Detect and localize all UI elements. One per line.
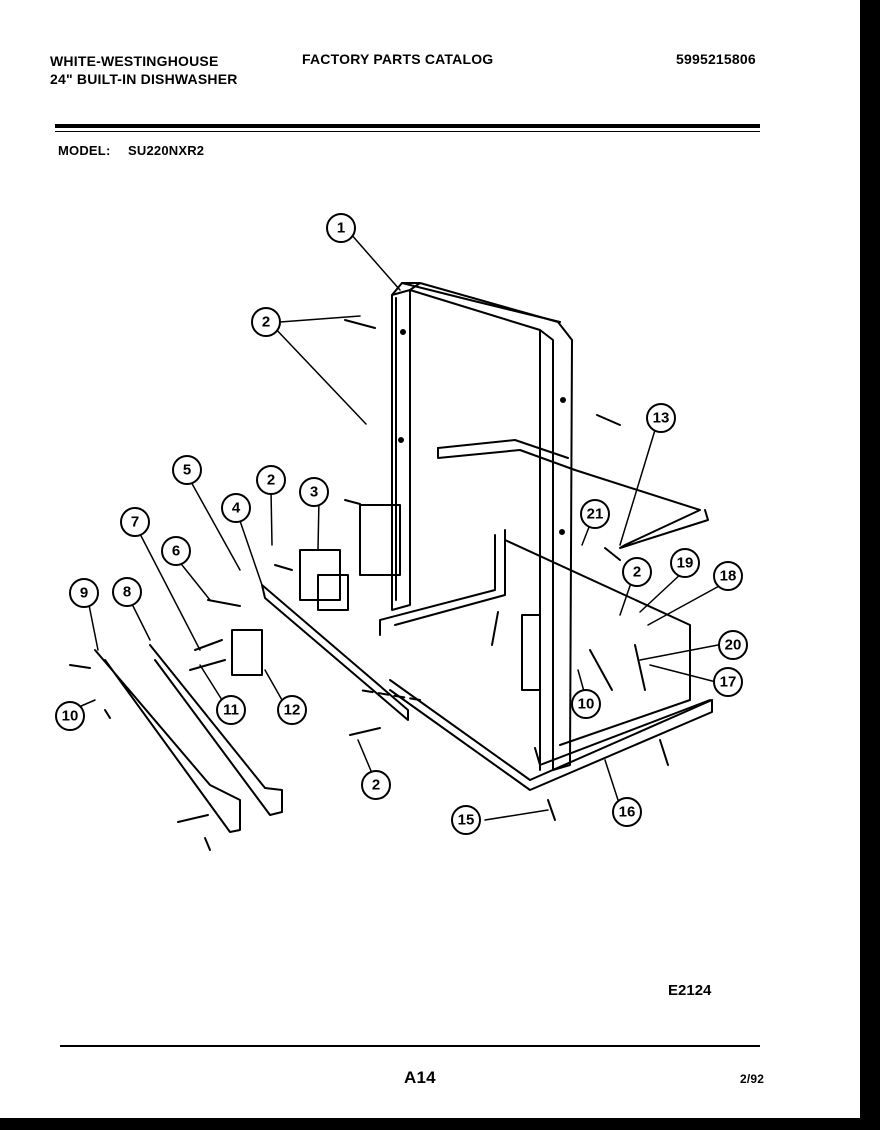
catalog-title: FACTORY PARTS CATALOG	[302, 51, 494, 67]
callout-1: 1	[337, 220, 345, 237]
callout-circle	[216, 695, 246, 725]
callout-circle	[612, 797, 642, 827]
callout-circle	[161, 536, 191, 566]
toe-panel-part	[94, 584, 409, 833]
callout-circle	[112, 577, 142, 607]
page-number: A14	[404, 1068, 436, 1087]
callout-circle	[326, 213, 356, 243]
leader-lines	[71, 232, 722, 821]
callout-circle	[361, 770, 391, 800]
support-rod-part	[437, 439, 709, 549]
callout-16: 16	[619, 804, 636, 821]
callout-12: 12	[284, 702, 301, 719]
scan-border-bottom	[0, 1118, 880, 1130]
callout-8: 8	[123, 584, 131, 601]
callout-13: 13	[653, 410, 670, 427]
callout-10: 10	[62, 708, 79, 725]
header-rule-thick	[55, 124, 760, 128]
callout-circle	[580, 499, 610, 529]
callout-4: 4	[232, 500, 241, 517]
callout-circle	[69, 578, 99, 608]
callout-circle	[646, 403, 676, 433]
callout-6: 6	[172, 543, 180, 560]
scan-border-right	[860, 0, 880, 1130]
callout-2: 2	[372, 777, 380, 794]
callout-17: 17	[720, 674, 737, 691]
callout-circle	[256, 465, 286, 495]
model-label: MODEL:	[58, 143, 111, 158]
door-frame-part	[391, 282, 573, 771]
callout-2: 2	[267, 472, 275, 489]
callout-circle	[670, 548, 700, 578]
callout-circle	[251, 307, 281, 337]
callout-circle	[713, 561, 743, 591]
callout-circle	[718, 630, 748, 660]
callout-20: 20	[725, 637, 742, 654]
revision-date: 2/92	[740, 1072, 765, 1086]
callout-circle	[277, 695, 307, 725]
callout-circle	[172, 455, 202, 485]
callout-circle	[120, 507, 150, 537]
brand-name: WHITE-WESTINGHOUSE	[50, 53, 219, 69]
callout-21: 21	[587, 506, 604, 523]
callout-circle	[622, 557, 652, 587]
base-pan-part	[359, 529, 713, 791]
callout-circle	[299, 477, 329, 507]
callout-15: 15	[458, 812, 475, 829]
callout-7: 7	[131, 514, 139, 531]
figure-code: E2124	[668, 982, 712, 999]
callout-9: 9	[80, 585, 88, 602]
callout-5: 5	[183, 462, 191, 479]
callout-circle	[571, 689, 601, 719]
inlet-valve-part	[231, 504, 401, 676]
callout-circle	[451, 805, 481, 835]
callout-circle	[55, 701, 85, 731]
catalog-number: 5995215806	[676, 51, 756, 67]
fastener-parts	[69, 319, 669, 851]
callout-10: 10	[578, 696, 595, 713]
callout-11: 11	[223, 702, 239, 719]
header-rule-thin	[55, 131, 760, 132]
callout-3: 3	[310, 484, 318, 501]
callout-2: 2	[633, 564, 641, 581]
callout-circle	[713, 667, 743, 697]
callout-19: 19	[677, 555, 694, 572]
callout-circle	[221, 493, 251, 523]
model-number: SU220NXR2	[128, 143, 205, 158]
callout-18: 18	[720, 568, 737, 585]
callout-2: 2	[262, 314, 270, 331]
footer-rule	[60, 1045, 760, 1047]
product-name: 24" BUILT-IN DISHWASHER	[50, 71, 238, 87]
